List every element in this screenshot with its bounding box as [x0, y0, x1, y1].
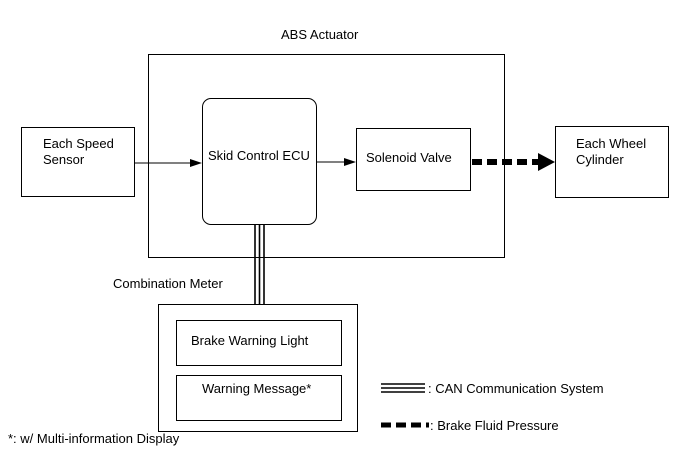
solenoid-valve-label: Solenoid Valve	[366, 150, 452, 165]
legend-can-symbol	[381, 383, 425, 393]
each-wheel-cylinder-line1: Each Wheel	[576, 136, 647, 151]
solenoid-to-wheel-arrowhead	[538, 153, 555, 171]
can-communication-line	[254, 225, 265, 304]
each-wheel-cylinder-box	[555, 126, 669, 198]
warning-message-label: Warning Message*	[202, 381, 312, 396]
legend-brake-fluid-label: : Brake Fluid Pressure	[430, 418, 559, 433]
skid-control-ecu-label: Skid Control ECU	[208, 148, 310, 163]
solenoid-valve-box	[356, 128, 471, 191]
warning-message-box	[176, 375, 342, 421]
brake-warning-light-box	[176, 320, 342, 366]
sensor-to-ecu-arrowhead	[190, 159, 202, 167]
each-wheel-cylinder-line2: Cylinder	[576, 152, 624, 167]
each-speed-sensor-line1: Each Speed	[43, 136, 114, 151]
each-speed-sensor-box	[21, 127, 135, 197]
abs-actuator-label: ABS Actuator	[281, 27, 359, 42]
ecu-to-solenoid-arrowhead	[344, 158, 356, 166]
brake-warning-light-label: Brake Warning Light	[191, 333, 309, 348]
footnote: *: w/ Multi-information Display	[8, 431, 180, 446]
each-speed-sensor-line2: Sensor	[43, 152, 85, 167]
legend-can-label: : CAN Communication System	[428, 381, 604, 396]
combination-meter-label: Combination Meter	[113, 276, 223, 291]
skid-control-ecu-box	[202, 98, 317, 225]
